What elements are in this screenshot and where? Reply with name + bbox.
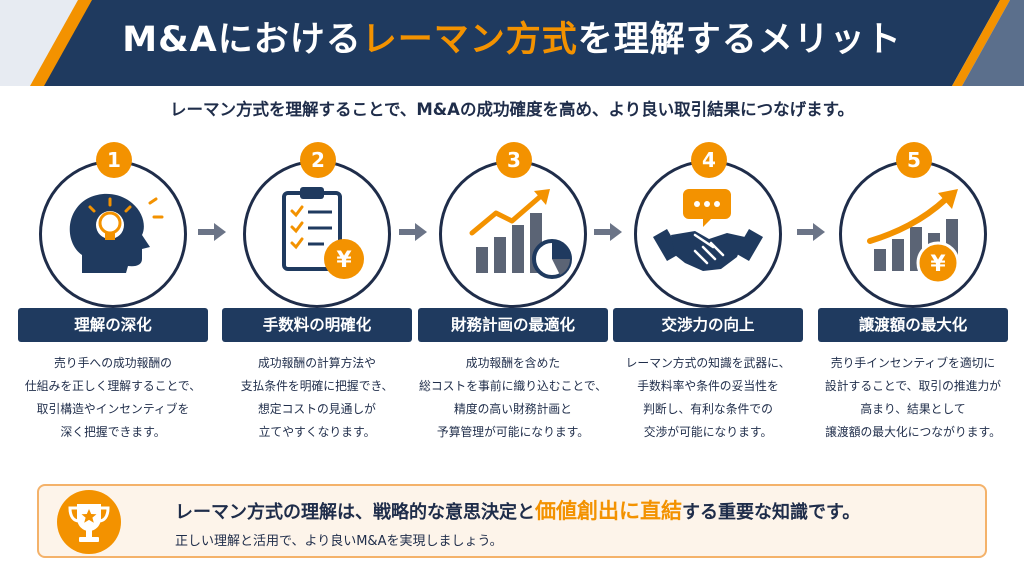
step-description: レーマン方式の知識を武器に、 手数料率や条件の妥当性を 判断し、有利な条件での …: [625, 356, 791, 439]
step-3: 3 財務計画の最適化 成功報酬を含めた 総コストを事前に織り込むことで、 精度の…: [418, 142, 608, 442]
svg-text:¥: ¥: [336, 248, 352, 273]
handshake-speech-icon: [653, 189, 763, 271]
clipboard-checklist-yen-icon: ¥: [282, 187, 364, 279]
step-2: 2 ¥ 手数料の明確化 成功報酬の計算方法や 支払条件を明確に把握でき、 想定コ…: [222, 142, 412, 442]
summary-box: レーマン方式の理解は、戦略的な意思決定と価値創出に直結する重要な知識です。 正し…: [37, 484, 987, 558]
header-banner: M&Aにおけるレーマン方式を理解するメリット: [0, 0, 1024, 86]
step-number-badge: 3: [496, 142, 532, 178]
step-1: 1 理解の深化 売り手への成功報酬の 仕組みを正しく理解することで、 取引構造や…: [18, 142, 208, 442]
step-label: 財務計画の最適化: [418, 308, 608, 342]
step-icon-circle: [439, 160, 587, 308]
head-lightbulb-icon: [69, 193, 164, 273]
title-highlight: レーマン方式: [361, 20, 578, 60]
growth-chart-yen-icon: ¥: [867, 189, 960, 285]
step-icon-circle: ¥: [243, 160, 391, 308]
step-description: 成功報酬の計算方法や 支払条件を明確に把握でき、 想定コストの見通しが 立てやす…: [240, 356, 394, 439]
trophy-icon: [68, 504, 110, 542]
step-description: 売り手インセンティブを適切に 設計することで、取引の推進力が 高まり、結果として…: [824, 356, 1002, 439]
svg-text:¥: ¥: [930, 252, 946, 277]
arrow-right-icon: [594, 223, 622, 241]
step-5: 5 ¥ 譲渡額の最大化 売り手インセンティブを適切に 設計することで、取引の推進…: [818, 142, 1008, 442]
step-label: 理解の深化: [18, 308, 208, 342]
step-description: 売り手への成功報酬の 仕組みを正しく理解することで、 取引構造やインセンティブを…: [24, 356, 202, 439]
arrow-right-icon: [797, 223, 825, 241]
step-number-badge: 5: [896, 142, 932, 178]
title-suffix: を理解するメリット: [577, 20, 902, 60]
title-prefix: M&Aにおける: [122, 20, 362, 60]
step-label: 手数料の明確化: [222, 308, 412, 342]
arrow-right-icon: [399, 223, 427, 241]
step-4: 4 交渉力の向上 レーマン方式の知識を武器に、 手数料率や条件の妥当性を 判断し…: [613, 142, 803, 442]
page-title: M&Aにおけるレーマン方式を理解するメリット: [0, 10, 1024, 70]
step-number-badge: 2: [300, 142, 336, 178]
header-background: [0, 0, 1024, 86]
step-icon-circle: ¥: [839, 160, 987, 308]
step-icon-circle: [634, 160, 782, 308]
summary-main-text: レーマン方式の理解は、戦略的な意思決定と価値創出に直結する重要な知識です。: [175, 499, 861, 523]
trophy-badge: [57, 490, 121, 554]
step-number-badge: 4: [691, 142, 727, 178]
step-label: 譲渡額の最大化: [818, 308, 1008, 342]
step-number-badge: 1: [96, 142, 132, 178]
bar-chart-pie-icon: [469, 189, 572, 279]
subtitle: レーマン方式を理解することで、M&Aの成功確度を高め、より良い取引結果につなげま…: [170, 100, 854, 119]
step-description: 成功報酬を含めた 総コストを事前に織り込むことで、 精度の高い財務計画と 予算管…: [419, 356, 607, 439]
summary-highlight: 価値創出に直結: [535, 499, 682, 523]
step-label: 交渉力の向上: [613, 308, 803, 342]
arrow-right-icon: [198, 223, 226, 241]
summary-sub-text: 正しい理解と活用で、より良いM&Aを実現しましょう。: [175, 534, 503, 549]
step-icon-circle: [39, 160, 187, 308]
